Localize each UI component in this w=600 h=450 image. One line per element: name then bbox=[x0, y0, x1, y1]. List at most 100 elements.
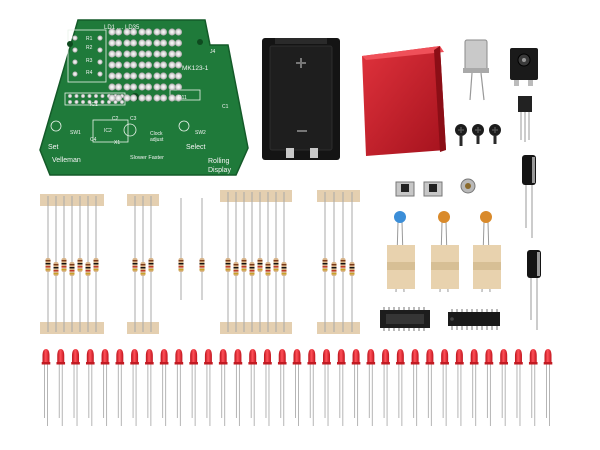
led-pad bbox=[138, 72, 146, 80]
led-pad bbox=[114, 50, 123, 58]
pcb-clock-label: Clock bbox=[150, 131, 163, 137]
led-pad bbox=[108, 50, 116, 58]
pcb-ic2-label: IC2 bbox=[104, 128, 112, 134]
pcb-r4-label: R4 bbox=[86, 70, 93, 76]
resistor-pad bbox=[72, 35, 78, 41]
led-pad bbox=[129, 39, 138, 47]
ic-pad bbox=[94, 94, 98, 98]
led-pad bbox=[153, 83, 161, 91]
red-led bbox=[130, 349, 139, 426]
led-pad bbox=[129, 61, 138, 69]
led-pad bbox=[144, 28, 153, 36]
led-pad bbox=[138, 28, 146, 36]
ic-pad bbox=[87, 94, 92, 98]
led-pad bbox=[123, 83, 131, 91]
led-pad bbox=[123, 61, 131, 69]
led-pad bbox=[108, 39, 116, 47]
ic-pad bbox=[74, 94, 79, 98]
ic-socket bbox=[380, 307, 430, 331]
led-matrix-pads bbox=[108, 28, 183, 102]
red-led bbox=[322, 349, 331, 426]
led-pad bbox=[144, 72, 153, 80]
red-led bbox=[381, 349, 390, 426]
red-led bbox=[528, 349, 538, 426]
trimmer-potentiometer bbox=[460, 178, 476, 194]
ic-pad bbox=[100, 94, 105, 98]
led-pad bbox=[174, 39, 183, 47]
pcb-ic1-label: IC1 bbox=[90, 102, 98, 108]
led-pad bbox=[114, 28, 123, 36]
resistor bbox=[331, 262, 337, 276]
ceramic-capacitor bbox=[473, 211, 501, 293]
red-led bbox=[218, 349, 228, 426]
pcb-adjust-label: adjust bbox=[150, 137, 164, 143]
red-led bbox=[145, 349, 154, 426]
ic-pad bbox=[87, 100, 92, 104]
red-led bbox=[425, 349, 435, 426]
resistor-pad bbox=[97, 59, 103, 65]
led-pad bbox=[168, 83, 176, 91]
ic-pad bbox=[107, 100, 111, 104]
resistor-strip-1 bbox=[40, 194, 104, 334]
led-pad bbox=[168, 39, 176, 47]
led-pad bbox=[153, 39, 161, 47]
ic-pad bbox=[120, 100, 124, 104]
led-pad bbox=[168, 72, 176, 80]
pcb-brand-label: Velleman bbox=[52, 157, 81, 164]
ceramic-capacitor bbox=[431, 211, 459, 293]
resistor bbox=[77, 258, 83, 272]
led-pad bbox=[168, 50, 176, 58]
led-pad bbox=[153, 28, 161, 36]
tape bbox=[317, 322, 360, 334]
led-pad bbox=[174, 50, 183, 58]
resistor bbox=[349, 262, 355, 276]
resistor bbox=[241, 258, 247, 272]
screws bbox=[455, 124, 501, 146]
microcontroller-ic bbox=[448, 309, 500, 330]
tape bbox=[220, 322, 292, 334]
led-pad bbox=[138, 39, 146, 47]
led-pad bbox=[153, 50, 161, 58]
led-pad bbox=[144, 83, 153, 91]
led-pad bbox=[174, 72, 183, 80]
resistor-pad bbox=[72, 47, 78, 53]
pcb-model-label: MK123-1 bbox=[182, 65, 209, 72]
tape bbox=[220, 190, 292, 202]
red-led bbox=[159, 349, 169, 426]
red-led bbox=[336, 349, 346, 426]
pcb-c4-label: C4 bbox=[90, 137, 97, 143]
led-pad bbox=[144, 94, 153, 102]
led-pad bbox=[174, 28, 183, 36]
led-pad bbox=[129, 50, 138, 58]
red-led bbox=[174, 349, 184, 426]
ceramic-capacitor bbox=[387, 211, 415, 293]
ic-pad bbox=[74, 100, 79, 104]
red-led bbox=[41, 349, 51, 426]
red-led bbox=[204, 349, 213, 426]
red-led bbox=[484, 349, 494, 426]
red-led bbox=[85, 349, 95, 426]
resistor bbox=[140, 262, 146, 276]
led-pad bbox=[138, 50, 146, 58]
led-pad bbox=[114, 61, 123, 69]
ic-pad bbox=[100, 100, 105, 104]
pcb-x1-label: X1 bbox=[114, 140, 120, 146]
led-pad bbox=[159, 72, 168, 80]
pcb-rolling-label: Rolling bbox=[208, 158, 230, 165]
pcb-r1-label: R1 bbox=[86, 36, 93, 42]
resistor-strip-5 bbox=[317, 190, 360, 334]
led-pad bbox=[114, 72, 123, 80]
led-pad bbox=[108, 72, 116, 80]
electrolytic-capacitor-2 bbox=[527, 250, 541, 330]
red-led bbox=[248, 349, 258, 426]
led-pad bbox=[159, 61, 168, 69]
led-pad bbox=[123, 72, 131, 80]
resistor bbox=[249, 262, 255, 276]
pcb-j4-label: J4 bbox=[210, 49, 216, 55]
resistor bbox=[340, 258, 346, 272]
led-pad bbox=[159, 83, 168, 91]
led-pad bbox=[153, 72, 161, 80]
pcb-set-label: Set bbox=[48, 144, 59, 151]
led-pad bbox=[108, 83, 116, 91]
led-pad bbox=[123, 50, 131, 58]
